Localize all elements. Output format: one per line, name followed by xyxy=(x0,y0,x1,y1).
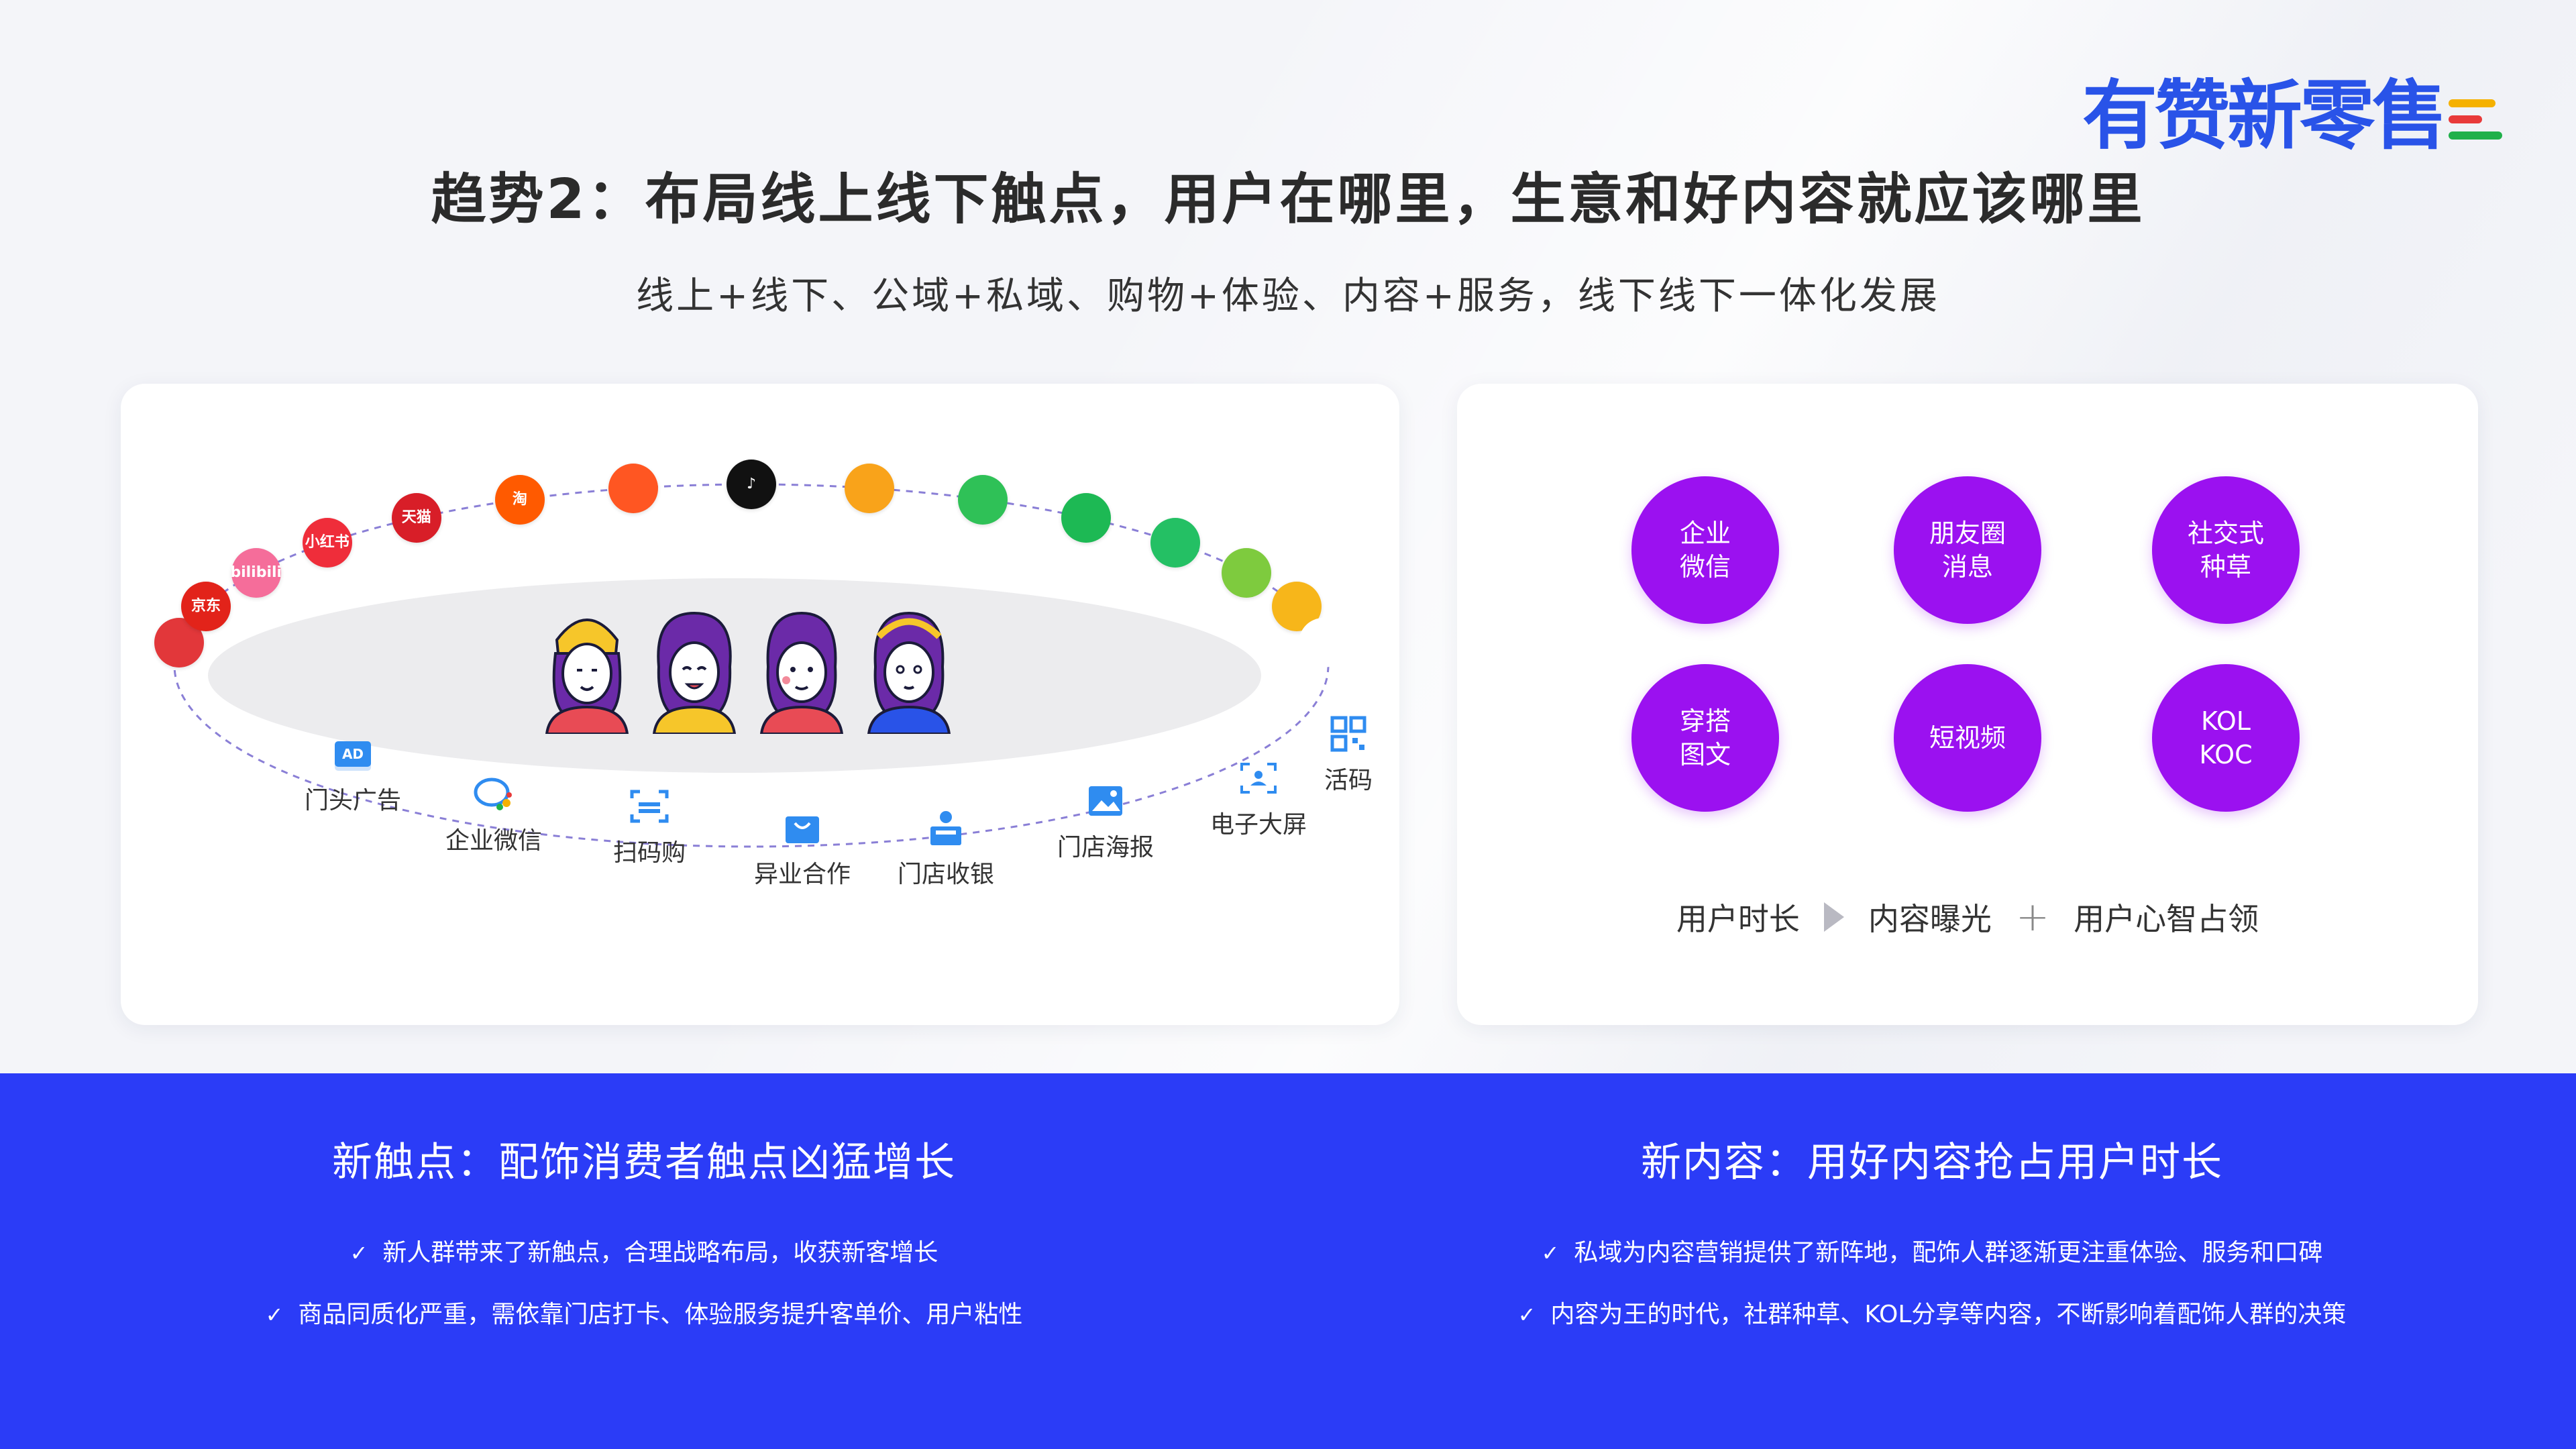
wechat-icon xyxy=(958,474,1008,525)
check-icon: ✓ xyxy=(265,1302,284,1328)
touchpoint-live-code: 活码 xyxy=(1308,712,1389,796)
bullet-text: 私域为内容营销提供了新阵地，配饰人群逐渐更注重体验、服务和口碑 xyxy=(1574,1239,2323,1267)
content-circle-moments: 朋友圈 消息 xyxy=(1894,476,2041,624)
touchpoint-label: 电子大屏 xyxy=(1210,811,1307,839)
plus-icon: + xyxy=(2015,894,2050,941)
content-card: 企业 微信 朋友圈 消息 社交式 种草 穿搭 图文 短视频 KOL KOC 用户… xyxy=(1457,384,2478,1025)
poster-icon xyxy=(1089,786,1122,816)
contacts-icon xyxy=(1150,517,1201,568)
touchpoint-wecom: 企业微信 xyxy=(420,773,568,856)
touchpoint-store-cashier: 门店收银 xyxy=(872,806,1020,890)
touchpoint-scan-buy: 扫码购 xyxy=(576,785,723,868)
summary-heading: 新触点：配饰消费者触点凶猛增长 xyxy=(332,1139,956,1186)
summary-new-touchpoints: 新触点：配饰消费者触点凶猛增长 ✓ 新人群带来了新触点，合理战略布局，收获新客增长… xyxy=(0,1073,1288,1449)
logo-bar-yellow xyxy=(2449,99,2496,107)
qq-icon xyxy=(1299,618,1349,668)
screen-icon xyxy=(1240,763,1277,794)
app-icon-text: 淘 xyxy=(512,490,527,508)
touchpoint-label: 门店海报 xyxy=(1057,834,1154,861)
person-smile-icon xyxy=(652,611,737,734)
touchpoint-cross-industry: 异业合作 xyxy=(729,806,876,890)
tiktok-icon: ♪ xyxy=(727,460,776,509)
summary-bullet: ✓ 商品同质化严重，需依靠门店打卡、体验服务提升客单价、用户粘性 xyxy=(0,1301,1288,1328)
check-icon: ✓ xyxy=(1541,1240,1560,1266)
content-flow: 用户时长 内容曝光 + 用户心智占领 xyxy=(1457,894,2478,941)
shopping-bag-icon xyxy=(786,816,819,843)
app-icon-text: bilibili xyxy=(230,564,282,581)
play-arrow-icon xyxy=(1823,902,1844,932)
summary-band: 新触点：配饰消费者触点凶猛增长 ✓ 新人群带来了新触点，合理战略布局，收获新客增长… xyxy=(0,1073,2576,1449)
app-icon-text: 小红书 xyxy=(305,533,350,551)
person-headband-icon xyxy=(867,611,951,734)
bullet-text: 内容为王的时代，社群种草、KOL分享等内容，不断影响着配饰人群的决策 xyxy=(1550,1301,2347,1328)
flow-user-time: 用户时长 xyxy=(1676,901,1800,937)
logo: 有赞新零售 xyxy=(2082,59,2502,160)
summary-list: ✓ 新人群带来了新触点，合理战略布局，收获新客增长 ✓ 商品同质化严重，需依靠门店打… xyxy=(0,1240,1288,1363)
touchpoint-label: 门头广告 xyxy=(304,787,401,814)
logo-text: 有赞新零售 xyxy=(2082,72,2447,160)
person-pigtail-icon xyxy=(759,611,844,734)
touchpoint-door-ad: AD 门头广告 xyxy=(279,733,427,816)
touchpoint-label: 门店收银 xyxy=(897,861,994,888)
content-circle-social-seeding: 社交式 种草 xyxy=(2152,476,2300,624)
touchpoint-label: 企业微信 xyxy=(445,827,542,855)
app-icon-text: 天猫 xyxy=(401,509,431,527)
content-circle-outfit-posts: 穿搭 图文 xyxy=(1631,664,1779,812)
summary-new-content: 新内容：用好内容抢占用户时长 ✓ 私域为内容营销提供了新阵地，配饰人群逐渐更注重体… xyxy=(1288,1073,2576,1449)
logo-bar-red xyxy=(2449,115,2482,123)
users-ellipse xyxy=(208,578,1261,773)
page-title: 趋势2：布局线上线下触点，用户在哪里，生意和好内容就应该哪里 xyxy=(431,168,2145,231)
jd-icon: 京东 xyxy=(180,581,231,631)
check-icon: ✓ xyxy=(350,1240,368,1266)
bullet-text: 新人群带来了新触点，合理战略布局，收获新客增长 xyxy=(382,1239,938,1267)
summary-list: ✓ 私域为内容营销提供了新阵地，配饰人群逐渐更注重体验、服务和口碑 ✓ 内容为王的时… xyxy=(1288,1240,2576,1363)
app-icon-text: 京东 xyxy=(191,597,221,614)
touchpoint-label: 活码 xyxy=(1324,767,1373,794)
bullet-text: 商品同质化严重，需依靠门店打卡、体验服务提升客单价、用户粘性 xyxy=(298,1301,1023,1328)
content-circle-wecom: 企业 微信 xyxy=(1631,476,1779,624)
flow-mindshare: 用户心智占领 xyxy=(2074,901,2259,937)
xiaohongshu-icon: 小红书 xyxy=(302,517,352,568)
cashier-icon xyxy=(930,811,961,845)
flow-content-exposure: 内容曝光 xyxy=(1868,901,1992,937)
check-icon: ✓ xyxy=(1517,1302,1536,1328)
kuaishou-icon xyxy=(608,463,658,513)
wecom-icon xyxy=(474,777,512,810)
touchpoint-e-screen: 电子大屏 xyxy=(1185,757,1332,840)
page-subtitle: 线上+线下、公域+私域、购物+体验、内容+服务，线下线下一体化发展 xyxy=(636,274,1940,318)
content-circle-kol-koc: KOL KOC xyxy=(2152,664,2300,812)
scan-icon xyxy=(630,790,669,823)
touchpoint-label: 异业合作 xyxy=(753,861,851,888)
ad-icon: AD xyxy=(335,741,371,767)
summary-bullet: ✓ 内容为王的时代，社群种草、KOL分享等内容，不断影响着配饰人群的决策 xyxy=(1288,1301,2576,1328)
content-circle-short-video: 短视频 xyxy=(1894,664,2041,812)
summary-heading: 新内容：用好内容抢占用户时长 xyxy=(1641,1139,2223,1186)
weibo-icon xyxy=(845,463,895,513)
summary-bullet: ✓ 新人群带来了新触点，合理战略布局，收获新客增长 xyxy=(0,1240,1288,1267)
touchpoint-label: 扫码购 xyxy=(612,839,686,867)
qr-code-icon xyxy=(1330,716,1366,752)
logo-bars xyxy=(2449,99,2502,140)
taobao-icon: 淘 xyxy=(494,474,545,525)
bilibili-icon: bilibili xyxy=(230,547,282,598)
app-icon-text: ♪ xyxy=(746,476,757,492)
moments-icon xyxy=(1222,547,1272,598)
tmall-icon: 天猫 xyxy=(391,493,441,543)
mini-program-icon xyxy=(1061,493,1112,543)
summary-bullet: ✓ 私域为内容营销提供了新阵地，配饰人群逐渐更注重体验、服务和口碑 xyxy=(1288,1240,2576,1267)
touchpoint-store-poster: 门店海报 xyxy=(1032,780,1179,863)
person-yellow-hat-icon xyxy=(545,619,629,734)
logo-bar-green xyxy=(2449,131,2502,140)
